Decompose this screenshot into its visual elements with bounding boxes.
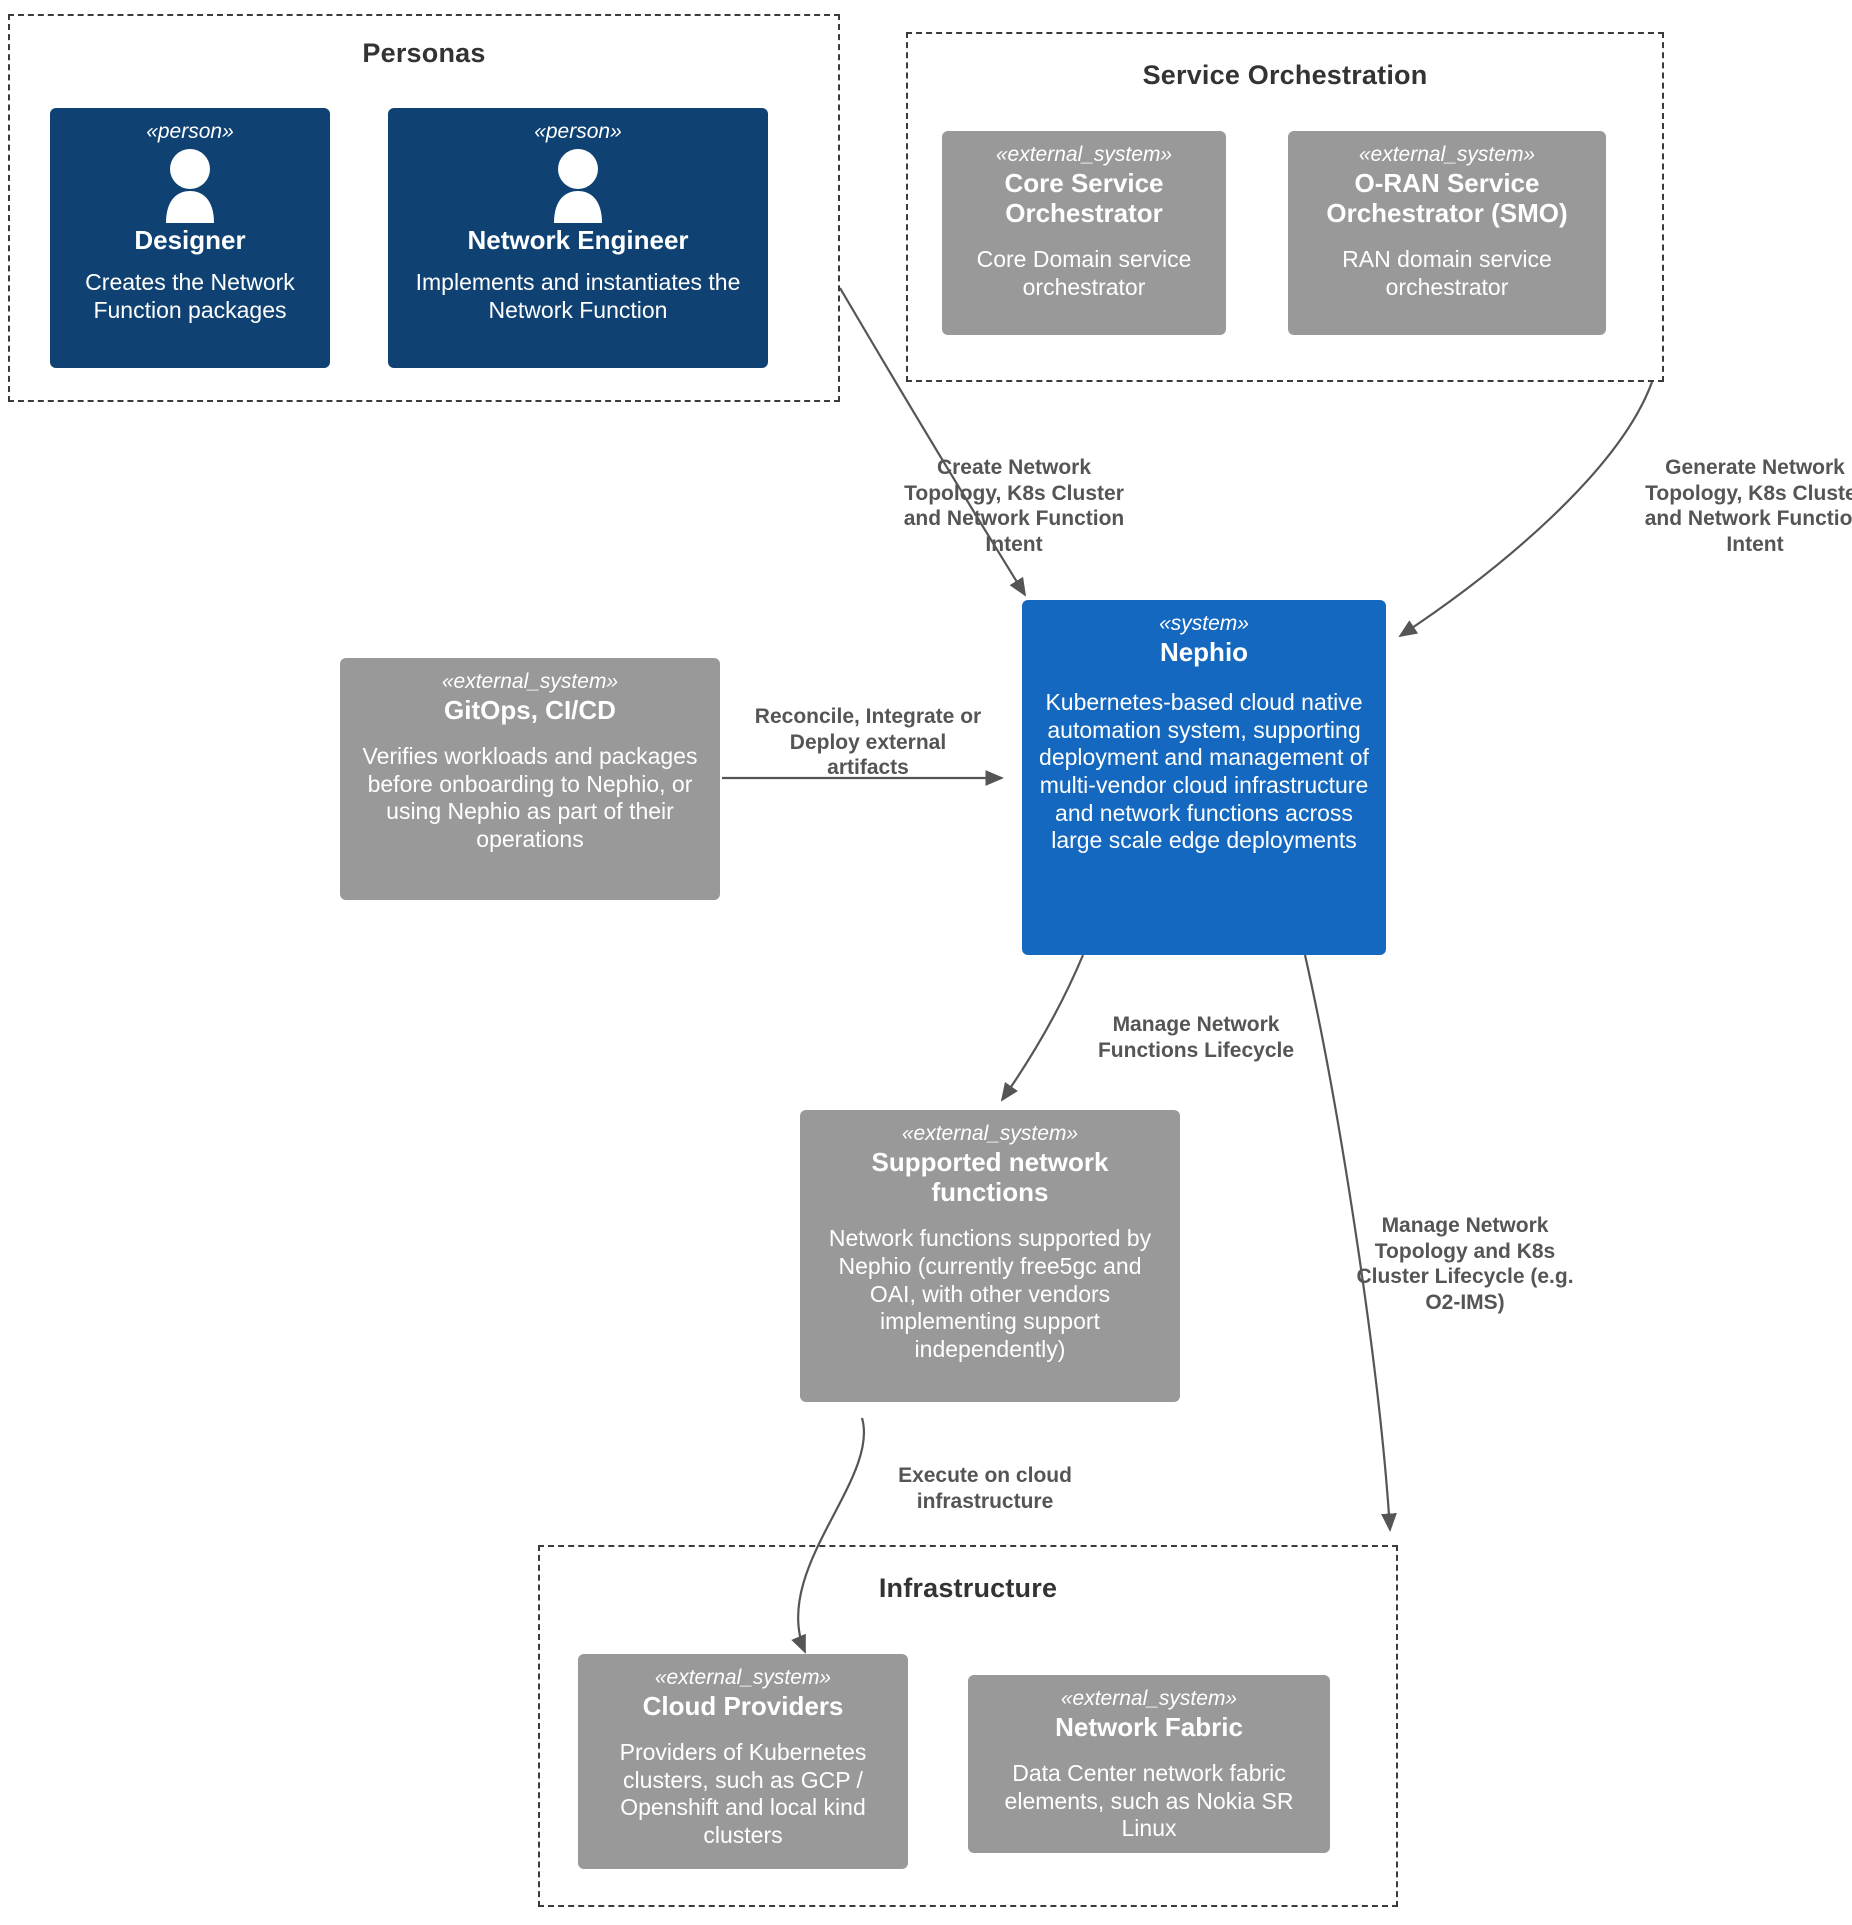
- group-service-orchestration-title: Service Orchestration: [1142, 60, 1428, 90]
- edge-label-engineer-to-nephio: Create Network Topology, K8s Cluster and…: [903, 456, 1125, 556]
- nephio-stereotype: «system»: [1159, 612, 1249, 635]
- cloud-providers-description: Providers of Kubernetes clusters, such a…: [619, 1739, 867, 1849]
- nephio-name: Nephio: [1159, 637, 1249, 668]
- cloud-providers-name: Cloud Providers: [642, 1691, 844, 1722]
- network-fabric-name: Network Fabric: [1055, 1712, 1243, 1743]
- node-supported-network-functions[interactable]: «external_system» Supported network func…: [800, 1110, 1180, 1402]
- node-gitops-cicd[interactable]: «external_system» GitOps, CI/CD Verifies…: [340, 658, 720, 900]
- edge-label-nfs-to-cloud-providers: Execute on cloud infrastructure: [898, 1464, 1072, 1513]
- gitops-cicd-description: Verifies workloads and packages before o…: [362, 743, 698, 853]
- network-engineer-stereotype: «person»: [534, 120, 622, 143]
- core-service-orchestrator-name: Core Service Orchestrator: [1004, 168, 1164, 229]
- node-oran-smo[interactable]: «external_system» O-RAN Service Orchestr…: [1288, 131, 1606, 335]
- network-engineer-name: Network Engineer: [467, 225, 689, 256]
- oran-smo-name: O-RAN Service Orchestrator (SMO): [1326, 168, 1568, 229]
- node-designer[interactable]: «person» Designer Creates the Network Fu…: [50, 108, 330, 368]
- oran-smo-stereotype: «external_system»: [1358, 143, 1536, 166]
- node-network-fabric[interactable]: «external_system» Network Fabric Data Ce…: [968, 1675, 1330, 1853]
- person-icon: [550, 147, 606, 224]
- node-network-engineer[interactable]: «person» Network Engineer Implements and…: [388, 108, 768, 368]
- supported-network-functions-stereotype: «external_system»: [901, 1122, 1079, 1145]
- supported-network-functions-name: Supported network functions: [871, 1147, 1109, 1208]
- node-core-service-orchestrator[interactable]: «external_system» Core Service Orchestra…: [942, 131, 1226, 335]
- oran-smo-description: RAN domain service orchestrator: [1342, 246, 1552, 301]
- designer-stereotype: «person»: [146, 120, 234, 143]
- network-fabric-description: Data Center network fabric elements, suc…: [1004, 1760, 1294, 1842]
- gitops-cicd-name: GitOps, CI/CD: [444, 695, 616, 726]
- group-infrastructure: Infrastructure: [538, 1545, 1398, 1907]
- gitops-cicd-stereotype: «external_system»: [441, 670, 619, 693]
- edge-label-gitops-to-nephio: Reconcile, Integrate or Deploy external …: [754, 705, 982, 780]
- supported-network-functions-description: Network functions supported by Nephio (c…: [828, 1225, 1152, 1362]
- core-service-orchestrator-stereotype: «external_system»: [995, 143, 1173, 166]
- designer-description: Creates the Network Function packages: [85, 269, 295, 323]
- designer-name: Designer: [134, 225, 246, 256]
- group-personas-title: Personas: [362, 38, 486, 68]
- edge-label-smo-to-nephio: Generate Network Topology, K8s Cluster a…: [1644, 456, 1852, 556]
- node-nephio[interactable]: «system» Nephio Kubernetes-based cloud n…: [1022, 600, 1386, 955]
- group-service-orchestration: Service Orchestration: [906, 32, 1664, 382]
- edge-label-nephio-to-infrastructure: Manage Network Topology and K8s Cluster …: [1356, 1214, 1574, 1314]
- network-fabric-stereotype: «external_system»: [1060, 1687, 1238, 1710]
- node-cloud-providers[interactable]: «external_system» Cloud Providers Provid…: [578, 1654, 908, 1869]
- nephio-description: Kubernetes-based cloud native automation…: [1039, 689, 1369, 854]
- network-engineer-description: Implements and instantiates the Network …: [415, 269, 741, 323]
- edge-label-nephio-to-nfs: Manage Network Functions Lifecycle: [1097, 1013, 1295, 1062]
- person-icon: [162, 147, 218, 224]
- group-personas: Personas: [8, 14, 840, 402]
- group-infrastructure-title: Infrastructure: [878, 1573, 1058, 1603]
- core-service-orchestrator-description: Core Domain service orchestrator: [976, 246, 1192, 301]
- cloud-providers-stereotype: «external_system»: [654, 1666, 832, 1689]
